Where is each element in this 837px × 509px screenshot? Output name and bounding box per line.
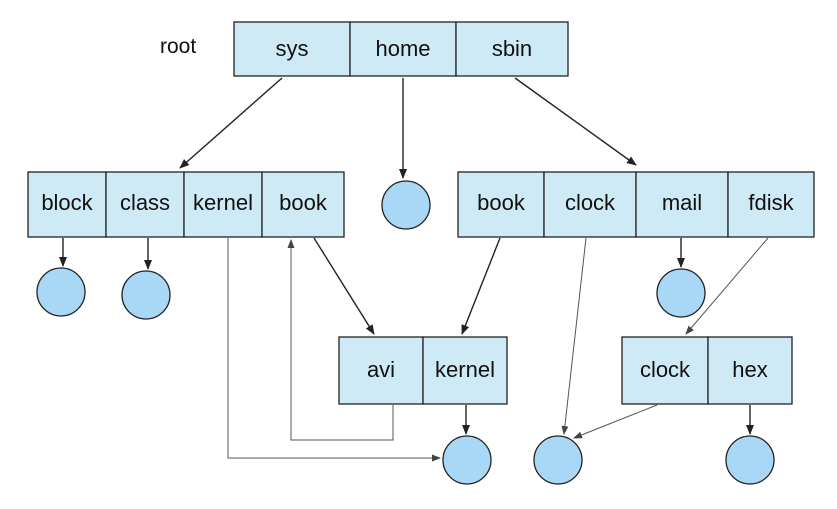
hex-cell [707, 336, 793, 405]
sys-cell-book [261, 171, 345, 238]
sys-cell-kernel [183, 171, 263, 238]
file-node-kernel [442, 435, 492, 485]
fdisk-dir-entry-label: clock [640, 357, 691, 382]
file-node-block [36, 267, 86, 317]
sbin-entry-label: clock [565, 190, 616, 215]
avi-dir-entry-label: kernel [435, 357, 495, 382]
sys-entry-label: book [279, 190, 328, 215]
sbin-cell-clock [543, 171, 637, 238]
file-node-hex [725, 435, 775, 485]
sbin-entry-label: mail [662, 190, 702, 215]
kernel-cell [422, 336, 508, 405]
root-entry-label: sys [276, 36, 309, 61]
file-node-mail [656, 268, 706, 318]
fdisk-dir-entry-label: hex [732, 357, 767, 382]
file-node-clock [533, 435, 583, 485]
sys-entry-label: kernel [193, 190, 253, 215]
edge-clock-to-clock-file [573, 404, 658, 439]
edge-sys-to-sys-dir [179, 77, 283, 169]
sys-entry-label: class [120, 190, 170, 215]
edge-sbin-to-sbin-dir [514, 77, 637, 166]
root-cell-sys [233, 21, 351, 77]
edge-book-to-avi-dir [313, 237, 375, 335]
file-node-class [121, 270, 171, 320]
clock-hex-directory: clock hex [621, 336, 793, 405]
edge-sys-kernel-to-kernel-file [227, 238, 441, 462]
edge-avi-backlink-to-book [287, 239, 394, 441]
edge-sbin-book-to-avi-dir [461, 237, 501, 335]
sbin-cell-mail [635, 171, 729, 238]
root-entry-label: sbin [492, 36, 532, 61]
sys-cell-class [105, 171, 185, 238]
sbin-cell-fdisk [727, 171, 815, 238]
sbin-entry-label: book [477, 190, 526, 215]
root-directory: sys home sbin [233, 21, 569, 77]
sbin-directory: book clock mail fdisk [457, 171, 815, 238]
edge-sbin-clock-to-clock-file [561, 237, 587, 435]
edge-fdisk-to-clock-hex-dir [685, 237, 769, 335]
avi-cell [338, 336, 424, 405]
sys-entry-label: block [41, 190, 93, 215]
sys-directory: block class kernel book [27, 171, 345, 238]
root-cell-home [349, 21, 457, 77]
avi-kernel-directory: avi kernel [338, 336, 508, 405]
root-entry-label: home [375, 36, 430, 61]
sbin-entry-label: fdisk [748, 190, 794, 215]
file-node-home [381, 180, 431, 230]
root-label: root [160, 35, 196, 58]
avi-dir-entry-label: avi [367, 357, 395, 382]
root-cell-sbin [455, 21, 569, 77]
sbin-cell-book [457, 171, 545, 238]
clock-cell [621, 336, 709, 405]
